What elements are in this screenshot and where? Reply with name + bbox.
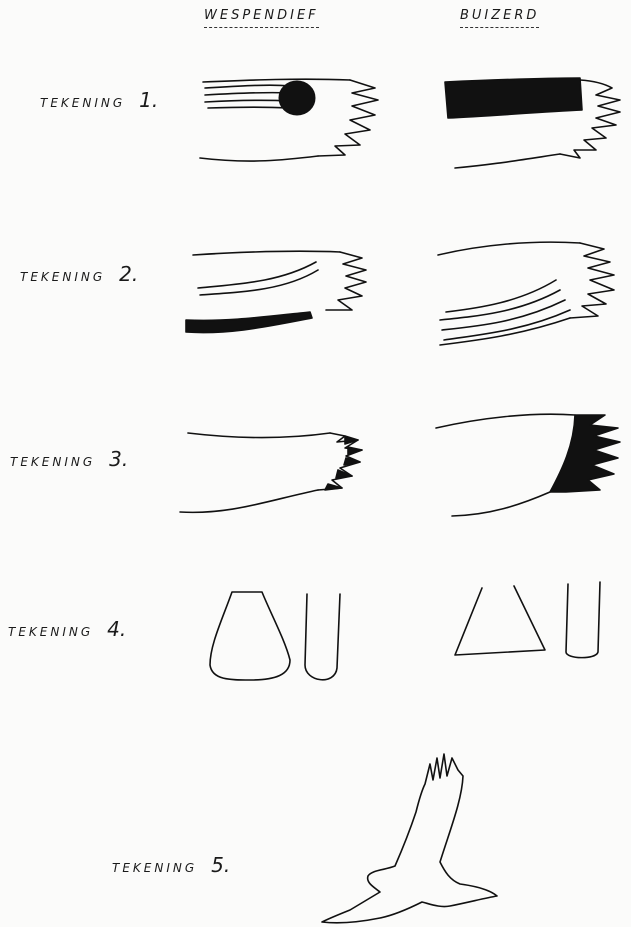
drawing-2-buizerd-wing xyxy=(438,242,614,345)
drawing-4-wespendief-tails xyxy=(210,592,340,680)
drawing-1-wespendief-wing xyxy=(200,79,378,161)
drawing-3-buizerd-wing xyxy=(436,414,620,516)
drawing-5-raptor-silhouette xyxy=(322,754,497,923)
drawing-4-buizerd-tails xyxy=(455,582,600,658)
drawing-1-buizerd-wing xyxy=(445,78,620,168)
drawing-3-wespendief-wing xyxy=(180,433,362,512)
drawing-2-wespendief-wing xyxy=(186,251,366,332)
carpal-patch xyxy=(279,81,315,115)
